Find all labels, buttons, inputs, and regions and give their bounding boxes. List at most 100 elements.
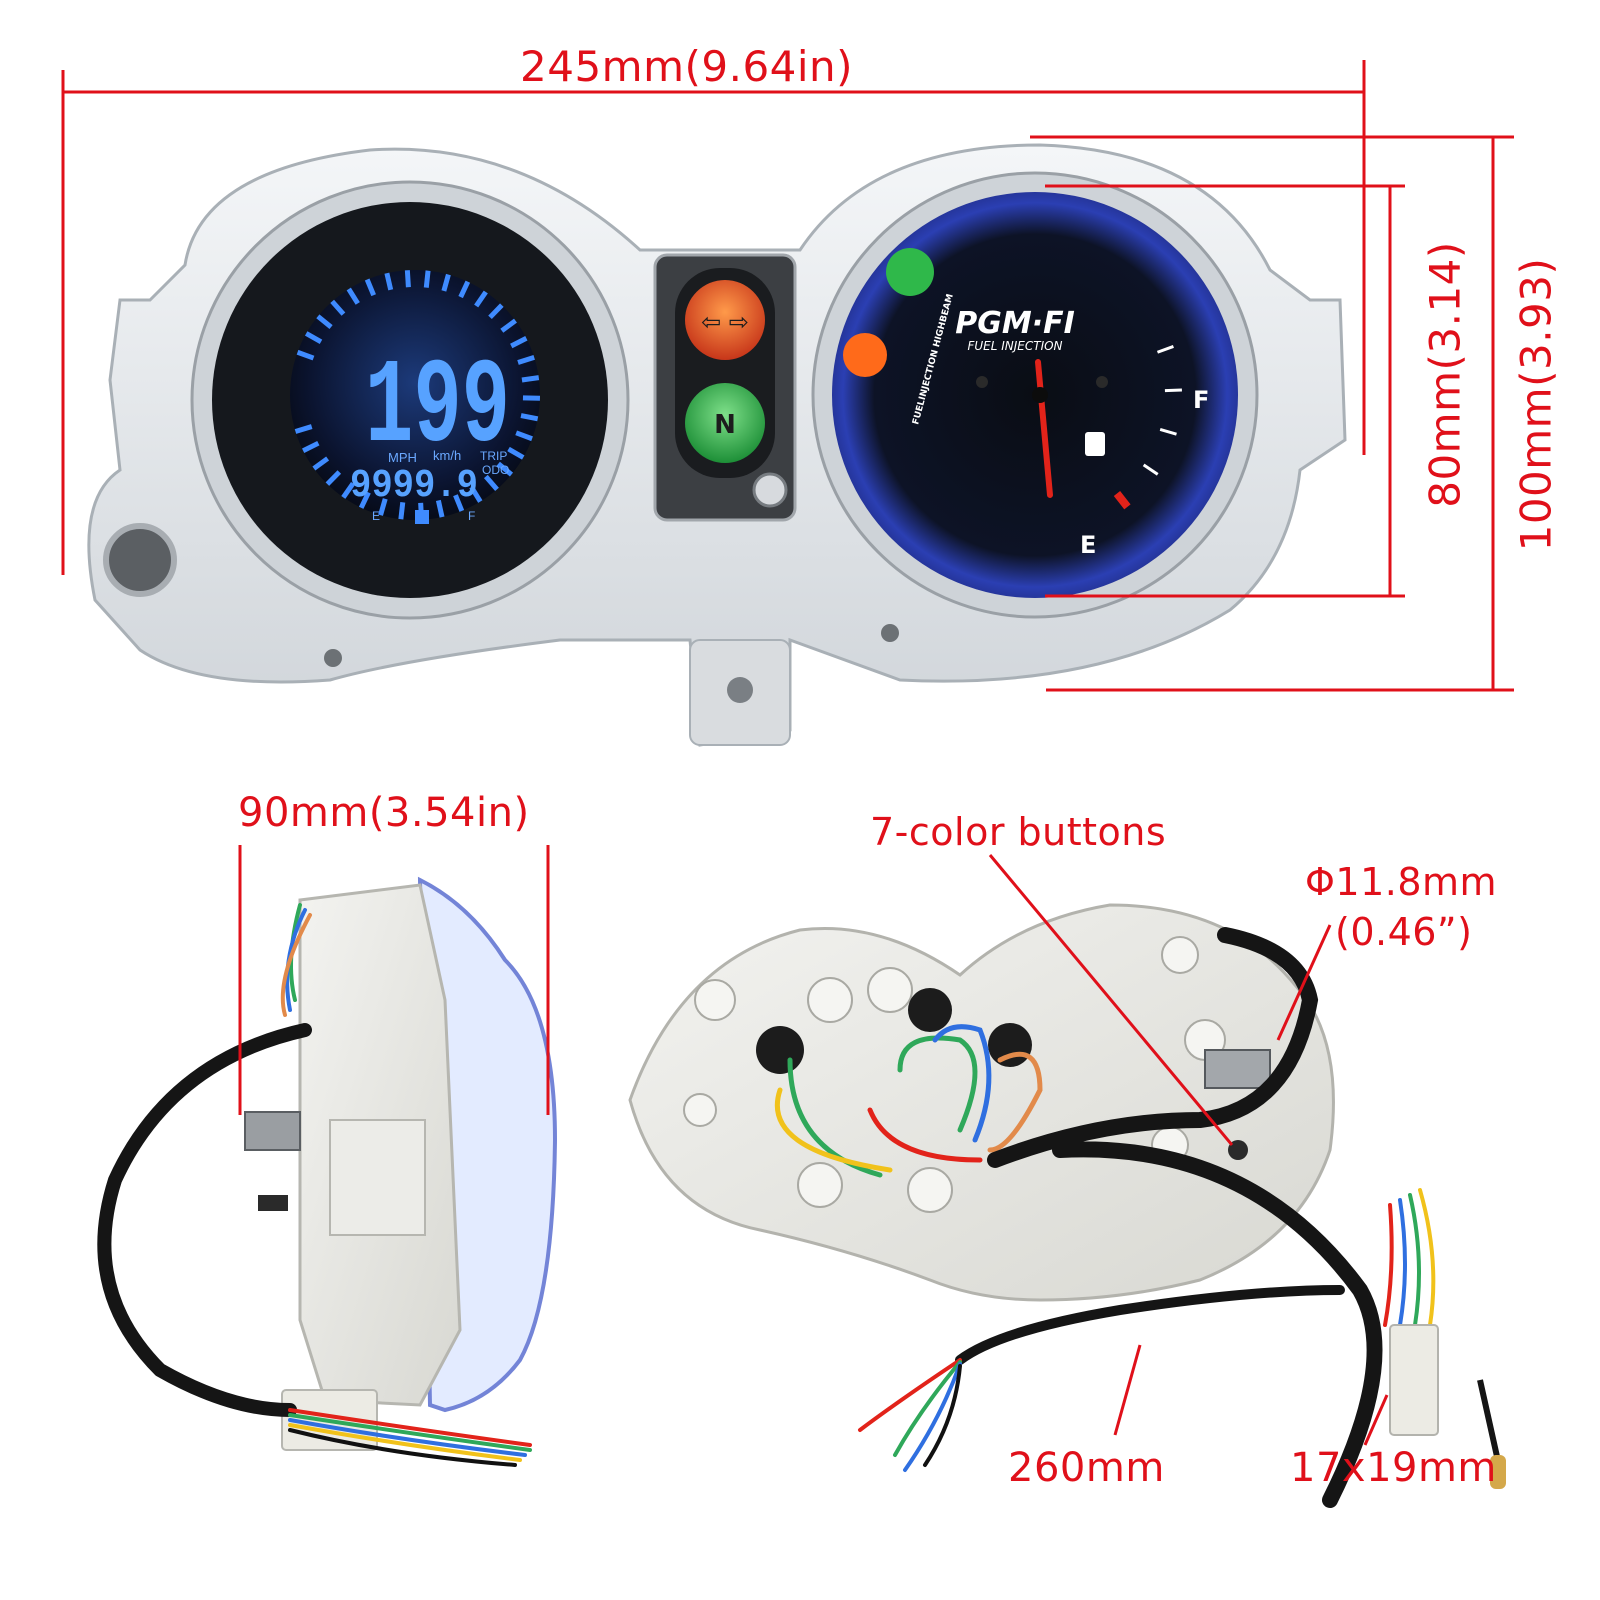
needle-pivot xyxy=(1032,387,1048,403)
fuel-pump-icon xyxy=(1085,432,1105,456)
rear-wires xyxy=(774,1024,1043,1178)
lcd-odo-label: ODO xyxy=(482,463,509,477)
turn-signal-lamp xyxy=(685,280,765,360)
lcd-tick xyxy=(483,474,499,491)
lcd-tick xyxy=(515,430,533,442)
rear-cable-wires xyxy=(858,1358,962,1472)
lcd-tick xyxy=(296,349,315,361)
side-wires xyxy=(280,903,532,1467)
rear-bolt xyxy=(1204,1049,1271,1089)
mount-hole xyxy=(727,677,753,703)
highbeam-indicator xyxy=(886,248,934,296)
overall-width-label: 245mm(9.64in) xyxy=(520,42,854,91)
rear-button[interactable] xyxy=(1228,1140,1248,1160)
bolt-diameter-mm-label: Φ11.8mm xyxy=(1305,860,1498,904)
lcd-unit-mph: MPH xyxy=(388,450,417,465)
lcd-tick xyxy=(294,424,313,434)
side-button[interactable] xyxy=(258,1195,288,1211)
lcd-tick xyxy=(423,270,431,288)
lcd-fuel-f: F xyxy=(468,509,475,523)
bolt-left xyxy=(103,523,177,597)
lcd-tick xyxy=(384,272,394,291)
dimension-lines-top xyxy=(61,60,1514,692)
fuel-needle xyxy=(1035,359,1053,498)
cluster-front-view: 199 MPH km/h TRIP ODO 9999.9 E F ⇦ ⇨ N P… xyxy=(87,143,1347,747)
lcd-tick xyxy=(441,273,451,292)
lcd-fuel-e: E xyxy=(372,509,380,523)
fuel-scale xyxy=(1113,345,1182,510)
dial-screw-left xyxy=(976,376,988,388)
cluster-side-view xyxy=(97,876,558,1467)
lcd-tick xyxy=(469,485,483,503)
lcd-tick xyxy=(517,355,535,365)
gauge-height-label: 80mm(3.14) xyxy=(1420,241,1470,508)
fuel-tick xyxy=(1159,428,1177,436)
lcd-odometer: 9999.9 xyxy=(350,464,478,509)
lcd-tick xyxy=(488,303,504,320)
rear-posts xyxy=(683,936,1226,1213)
lcd-tick xyxy=(302,440,320,454)
lcd-tick xyxy=(500,318,517,333)
lcd-fuel-bar xyxy=(415,510,429,524)
side-mount-stud xyxy=(244,1111,301,1151)
lcd-tick xyxy=(312,456,330,471)
bolt-diameter-in-label: (0.46”) xyxy=(1335,910,1473,954)
mode-button[interactable] xyxy=(752,472,788,508)
rear-cable-long xyxy=(955,1285,1345,1365)
fuel-brand-logo: PGM·FI xyxy=(955,306,1075,341)
fuel-full-label: F xyxy=(1193,386,1209,414)
lcd-trip-label: TRIP xyxy=(480,449,507,463)
lcd-tick xyxy=(341,482,356,499)
lcd-tick xyxy=(520,413,539,422)
lcd-tick xyxy=(458,280,471,299)
lcd-tick xyxy=(398,502,406,520)
lcd-tick xyxy=(474,290,488,308)
depth-label: 90mm(3.54in) xyxy=(238,790,530,836)
lcd-tick xyxy=(510,336,528,349)
lcd-screen xyxy=(290,270,540,520)
neutral-lamp xyxy=(685,383,765,463)
dimension-lines-side xyxy=(238,845,550,1115)
fuel-tick xyxy=(1164,388,1182,393)
side-bracket xyxy=(329,1119,426,1236)
fuel-brand-subtitle: FUEL INJECTION xyxy=(967,339,1062,353)
side-harness-black xyxy=(97,1023,312,1417)
housing-screw xyxy=(324,649,342,667)
lcd-tick xyxy=(346,287,360,305)
lcd-tick xyxy=(330,299,346,316)
lcd-tachometer-arc xyxy=(294,270,541,520)
turn-signal-arrows: ⇦ ⇨ xyxy=(701,308,749,336)
callout-lines xyxy=(988,854,1389,1446)
connector-plug xyxy=(1389,1324,1439,1436)
lcd-speed: 199 xyxy=(365,341,510,477)
connector-wires xyxy=(1383,1188,1436,1327)
fuel-tick xyxy=(1142,463,1159,476)
fuel-tick xyxy=(1156,345,1174,354)
connector-size-label: 17x19mm xyxy=(1290,1445,1497,1491)
neutral-letter: N xyxy=(714,410,736,440)
engine-check-indicator xyxy=(843,333,887,377)
fuel-tick xyxy=(1113,491,1131,510)
lcd-tick xyxy=(435,499,445,518)
lcd-tick xyxy=(453,494,465,512)
lcd-tick xyxy=(325,470,342,486)
lcd-tick xyxy=(316,314,333,329)
lcd-tick xyxy=(378,498,388,516)
buttons-callout-label: 7-color buttons xyxy=(870,810,1167,854)
lcd-tick xyxy=(496,461,514,477)
lcd-tick xyxy=(304,331,323,344)
lcd-tick xyxy=(507,446,525,460)
overall-height-label: 100mm(3.93) xyxy=(1511,257,1561,552)
fuel-empty-label: E xyxy=(1080,531,1096,559)
lcd-tick xyxy=(521,375,540,383)
rear-housing xyxy=(628,903,1335,1302)
lcd-tick xyxy=(358,491,371,509)
bullet-terminal-tip xyxy=(1490,1455,1506,1489)
cable-length-label: 260mm xyxy=(1008,1445,1165,1491)
lcd-tick xyxy=(404,270,411,288)
lcd-tick xyxy=(364,278,376,297)
rear-harness-black xyxy=(987,927,1383,1508)
lcd-unit-kmh: km/h xyxy=(433,448,461,463)
housing-screw xyxy=(881,624,899,642)
